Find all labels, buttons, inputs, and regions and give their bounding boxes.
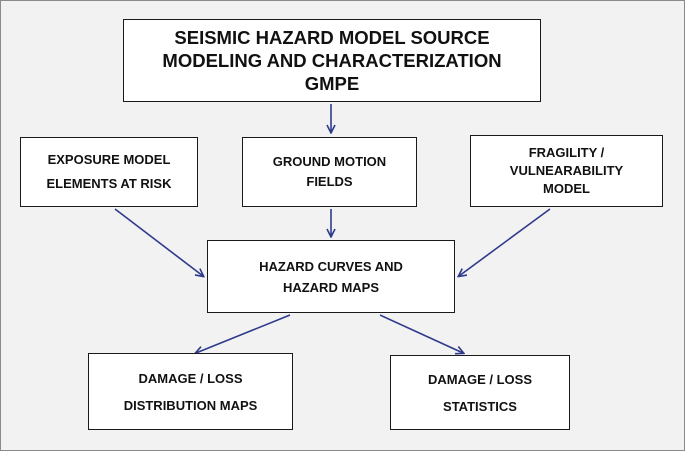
source-modeling-line-3: GMPE	[304, 73, 360, 94]
fragility-model-box: FRAGILITY / VULNEARABILITY MODEL	[470, 135, 663, 207]
source-modeling-box: SEISMIC HAZARD MODEL SOURCE MODELING AND…	[123, 19, 541, 102]
damage-maps-box: DAMAGE / LOSS DISTRIBUTION MAPS	[88, 353, 293, 430]
exposure-model-line-1: EXPOSURE MODEL	[47, 152, 171, 167]
exposure-model-line-2: ELEMENTS AT RISK	[46, 176, 172, 191]
fragility-line-3: MODEL	[543, 181, 590, 196]
damage-maps-line-2: DISTRIBUTION MAPS	[123, 397, 258, 413]
damage-maps-line-1: DAMAGE / LOSS	[138, 370, 243, 386]
source-modeling-line-2: MODELING AND CHARACTERIZATION	[162, 50, 502, 71]
ground-motion-box: GROUND MOTION FIELDS	[242, 137, 417, 207]
hazard-curves-line-1: HAZARD CURVES AND	[259, 258, 403, 274]
hazard-curves-box: HAZARD CURVES AND HAZARD MAPS	[207, 240, 455, 313]
source-modeling-line-1: SEISMIC HAZARD MODEL SOURCE	[174, 27, 490, 48]
damage-stats-line-1: DAMAGE / LOSS	[427, 371, 532, 387]
fragility-line-2: VULNEARABILITY	[509, 163, 624, 178]
damage-statistics-box: DAMAGE / LOSS STATISTICS	[390, 355, 570, 430]
fragility-line-1: FRAGILITY /	[528, 145, 605, 160]
exposure-model-box: EXPOSURE MODEL ELEMENTS AT RISK	[20, 137, 198, 207]
damage-stats-line-2: STATISTICS	[443, 398, 517, 414]
ground-motion-line-2: FIELDS	[306, 174, 353, 189]
ground-motion-line-1: GROUND MOTION	[272, 154, 387, 169]
hazard-curves-line-2: HAZARD MAPS	[282, 279, 380, 295]
